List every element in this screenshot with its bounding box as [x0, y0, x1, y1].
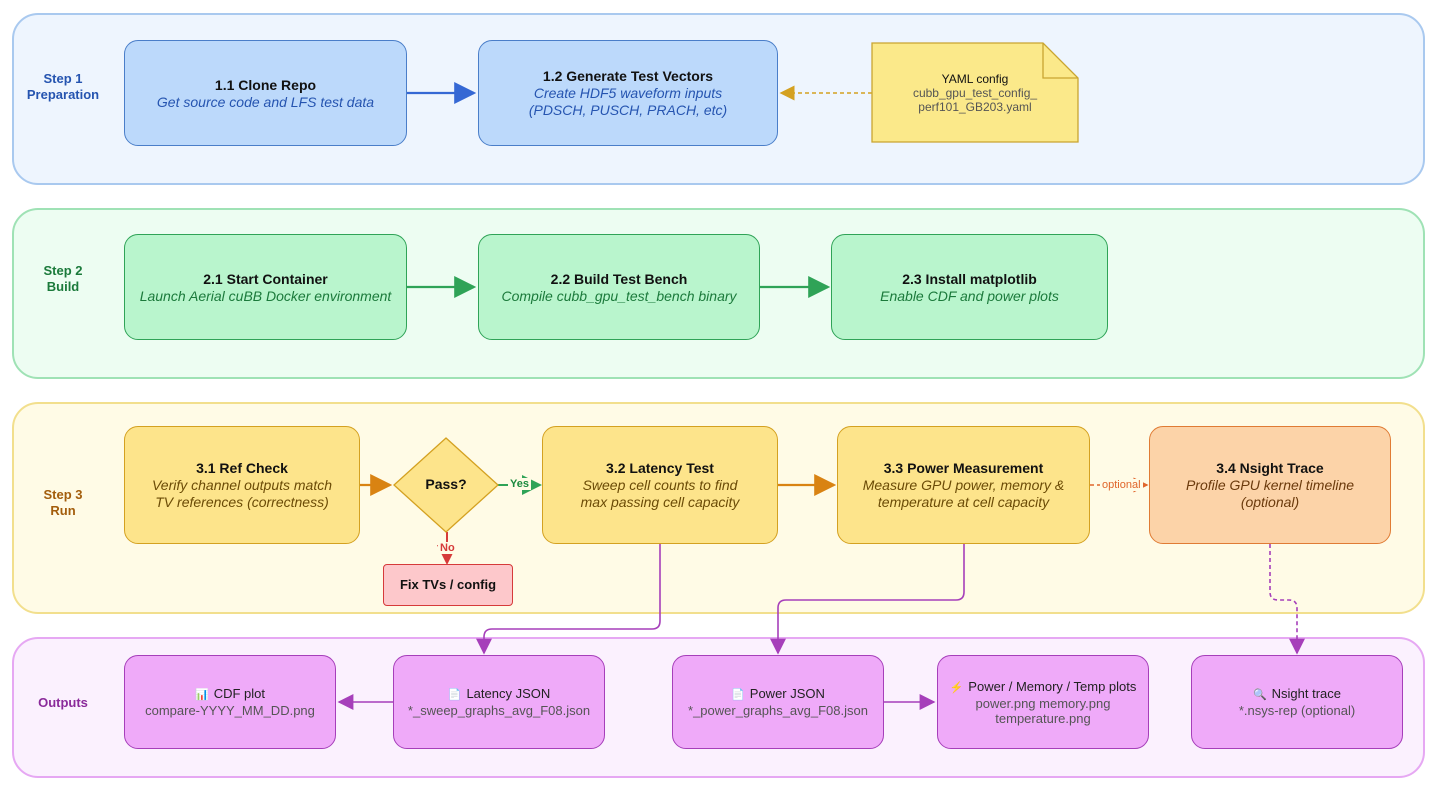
output-nsight-trace: 🔍 Nsight trace *.nsys-rep (optional) [1191, 655, 1403, 749]
node-desc: Get source code and LFS test data [156, 93, 375, 110]
node-desc: Verify channel outputs match [151, 477, 333, 493]
node-title: 3.3 Power Measurement [883, 460, 1044, 476]
node-nsight-trace: 3.4 Nsight Trace Profile GPU kernel time… [1149, 426, 1391, 544]
lightning-icon: ⚡ [949, 681, 964, 694]
edge-label-yes: Yes [508, 478, 531, 490]
output-file: *_power_graphs_avg_F08.json [688, 703, 868, 718]
node-desc: Compile cubb_gpu_test_bench binary [501, 287, 737, 304]
edge-nsight-to-trace [1269, 544, 1305, 655]
output-title: CDF plot [213, 686, 265, 701]
node-title: 2.3 Install matplotlib [902, 270, 1037, 287]
node-desc: (PDSCH, PUSCH, PRACH, etc) [528, 102, 728, 118]
edge-power-to-json [770, 544, 965, 655]
output-file: temperature.png [995, 710, 1091, 726]
document-icon: 📄 [447, 689, 462, 701]
output-title: Latency JSON [466, 686, 551, 701]
lane-label-outputs: Outputs [38, 695, 88, 710]
node-desc: Sweep cell counts to find [582, 477, 738, 493]
node-title: 3.2 Latency Test [606, 460, 714, 476]
output-title: Power JSON [749, 686, 825, 701]
node-title: 3.4 Nsight Trace [1216, 460, 1324, 476]
node-fix-tvs: Fix TVs / config [383, 564, 513, 606]
document-icon: 📄 [731, 689, 745, 701]
node-desc: Profile GPU kernel timeline [1185, 477, 1355, 493]
node-desc: Enable CDF and power plots [880, 287, 1059, 304]
output-file: power.png memory.png [975, 695, 1111, 711]
node-desc: Create HDF5 waveform inputs [533, 85, 723, 101]
node-install-matplotlib: 2.3 Install matplotlib Enable CDF and po… [831, 234, 1108, 340]
decision-label: Pass? [425, 476, 467, 492]
node-title: 1.1 Clone Repo [214, 76, 317, 93]
edge-label-no: No [438, 542, 457, 554]
yaml-note-shape [871, 42, 1079, 143]
node-latency-test: 3.2 Latency Test Sweep cell counts to fi… [542, 426, 778, 544]
node-title: Fix TVs / config [399, 577, 497, 592]
output-title: Nsight trace [1271, 686, 1342, 701]
node-title: 2.2 Build Test Bench [550, 270, 688, 287]
output-file: *_sweep_graphs_avg_F08.json [407, 703, 591, 718]
output-cdf-plot: 📊 CDF plot compare-YYYY_MM_DD.png [124, 655, 336, 749]
yaml-note-fold [1042, 43, 1078, 79]
edge-label-optional: optional [1100, 479, 1143, 491]
chart-icon: 📊 [195, 689, 209, 701]
node-desc: (optional) [1240, 494, 1300, 510]
node-clone-repo: 1.1 Clone Repo Get source code and LFS t… [124, 40, 407, 146]
node-desc: max passing cell capacity [580, 494, 740, 510]
node-desc: TV references (correctness) [155, 494, 329, 510]
decision-diamond [393, 437, 499, 533]
node-desc: Launch Aerial cuBB Docker environment [139, 287, 392, 304]
node-desc: temperature at cell capacity [877, 494, 1050, 510]
output-file: compare-YYYY_MM_DD.png [145, 703, 315, 718]
output-file: *.nsys-rep (optional) [1238, 703, 1356, 718]
node-desc: Measure GPU power, memory & [862, 477, 1065, 493]
output-title: Power / Memory / Temp plots [968, 678, 1137, 694]
node-start-container: 2.1 Start Container Launch Aerial cuBB D… [124, 234, 407, 340]
yaml-note-text: YAML config cubb_gpu_test_config_ perf10… [912, 72, 1038, 114]
edge-latency-to-json [476, 544, 661, 655]
magnifier-icon: 🔍 [1252, 689, 1267, 701]
output-power-json: 📄 Power JSON *_power_graphs_avg_F08.json [672, 655, 884, 749]
output-latency-json: 📄 Latency JSON *_sweep_graphs_avg_F08.jso… [393, 655, 605, 749]
node-title: 1.2 Generate Test Vectors [542, 68, 714, 84]
node-title: 2.1 Start Container [203, 270, 328, 287]
node-build-test-bench: 2.2 Build Test Bench Compile cubb_gpu_te… [478, 234, 760, 340]
node-ref-check: 3.1 Ref Check Verify channel outputs mat… [124, 426, 360, 544]
output-power-plots: ⚡ Power / Memory / Temp plots power.png m… [937, 655, 1149, 749]
node-power-measurement: 3.3 Power Measurement Measure GPU power,… [837, 426, 1090, 544]
node-title: 3.1 Ref Check [196, 460, 288, 476]
node-generate-test-vectors: 1.2 Generate Test Vectors Create HDF5 wa… [478, 40, 778, 146]
